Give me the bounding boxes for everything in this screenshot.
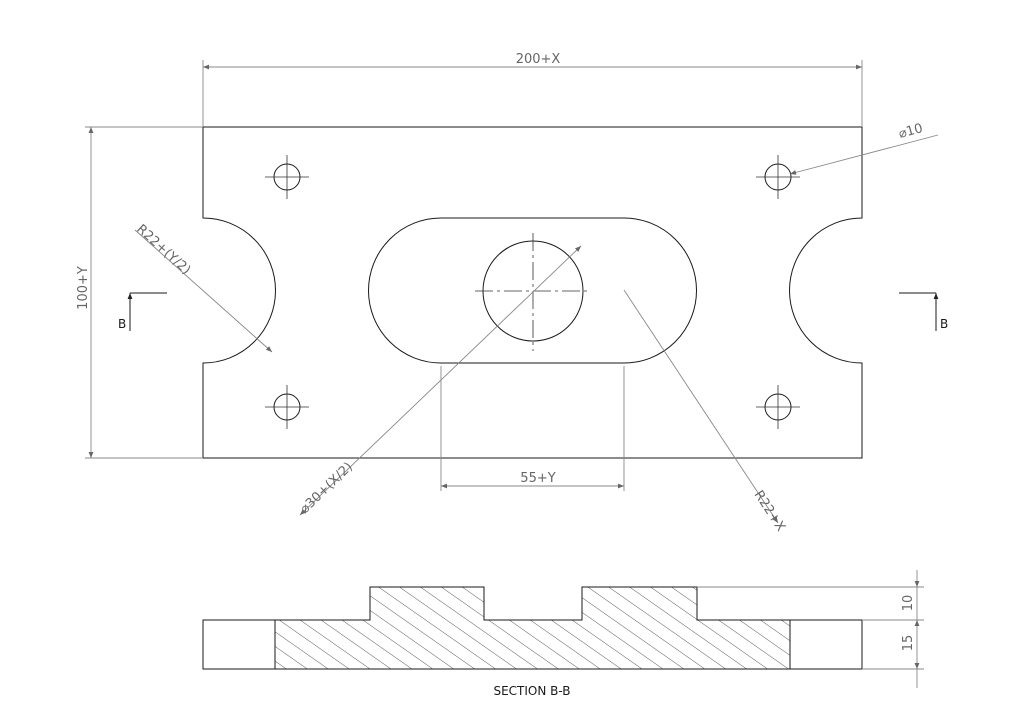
dim-side-radius-text: R22+(Y/2) xyxy=(133,222,193,278)
dim-overall-height-text: 100+Y xyxy=(76,266,91,310)
dim-slot-radius: R22+X xyxy=(623,289,788,534)
dim-overall-width-text: 200+X xyxy=(516,52,561,67)
mounting-hole-bottom-right xyxy=(756,385,800,429)
dim-base-thickness-text: 15 xyxy=(901,635,916,652)
section-right-end xyxy=(789,619,863,670)
section-marker-right: B xyxy=(899,292,948,331)
dim-slot-length-text: 55+Y xyxy=(520,471,555,486)
section-marker-left-text: B xyxy=(118,317,126,331)
dim-center-hole-text: ⌀30+(X/2) xyxy=(297,460,356,517)
section-hatched-area xyxy=(274,586,791,670)
plate-outline xyxy=(202,126,863,459)
mounting-hole-top-right xyxy=(756,155,800,199)
dim-hole-diameter-text: ⌀10 xyxy=(897,121,924,142)
section-left-end xyxy=(202,619,276,670)
dim-overall-height: 100+Y xyxy=(76,126,203,459)
mounting-hole-bottom-left xyxy=(265,385,309,429)
section-title: SECTION B-B xyxy=(493,684,570,698)
section-marker-right-text: B xyxy=(940,317,948,331)
dim-side-radius: R22+(Y/2) xyxy=(133,222,273,353)
dim-section-thickness: 10 15 xyxy=(697,570,924,688)
dim-overall-width: 200+X xyxy=(202,52,863,127)
dim-slot-length: 55+Y xyxy=(440,366,625,491)
mounting-hole-top-left xyxy=(265,155,309,199)
dim-hole-diameter: ⌀10 xyxy=(789,121,939,175)
section-view: 10 15 SECTION B-B xyxy=(202,570,924,698)
dim-top-thickness-text: 10 xyxy=(901,595,916,612)
top-view: 200+X 100+Y ⌀10 R22+(Y/2) ⌀30+(X/2) xyxy=(76,52,948,534)
section-marker-left: B xyxy=(118,292,167,331)
dim-slot-radius-text: R22+X xyxy=(751,488,788,534)
